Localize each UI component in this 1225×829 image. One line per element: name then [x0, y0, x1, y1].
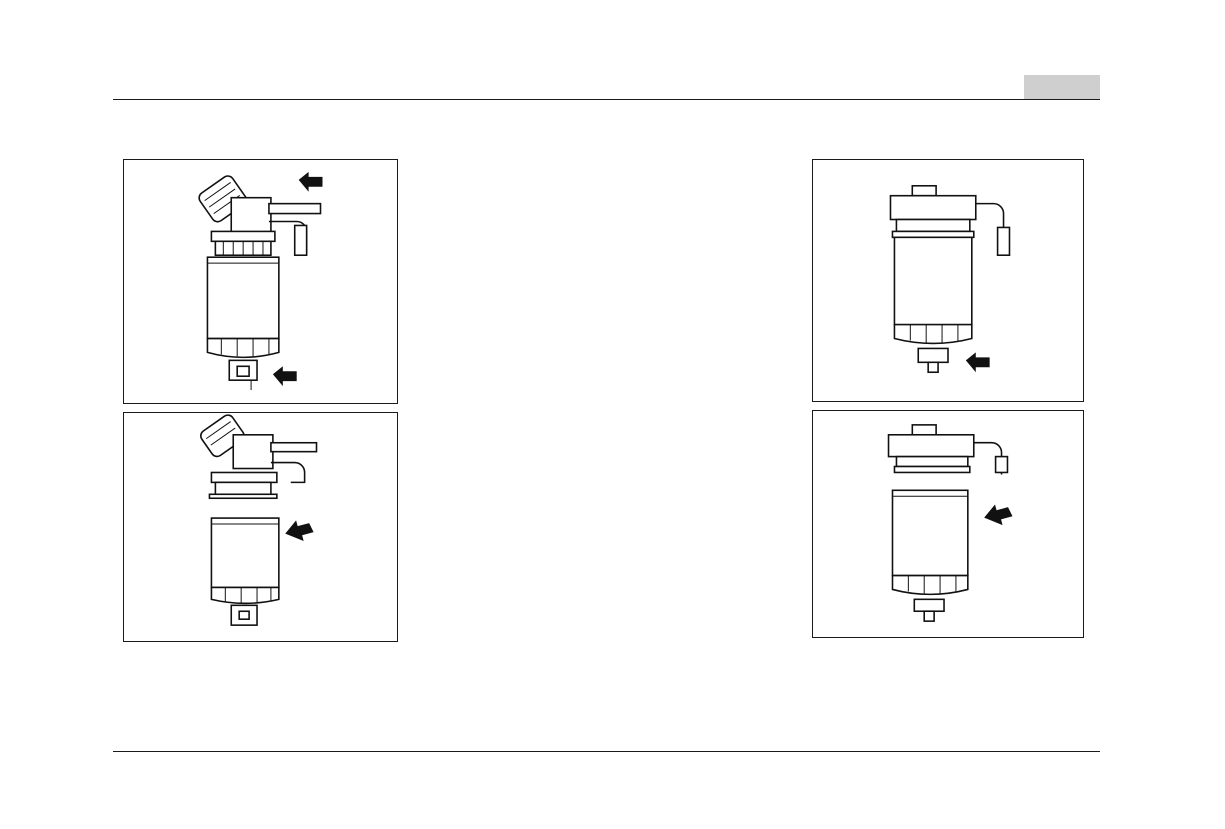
fuel-filter-drain-icon	[813, 160, 1083, 401]
header-tab	[1024, 75, 1100, 99]
fuel-filter-assembly-icon	[124, 160, 397, 403]
figure-filter-drain	[812, 159, 1084, 402]
footer-rule	[113, 751, 1100, 752]
figure-filter-cartridge	[812, 410, 1084, 638]
header-rule	[113, 99, 1100, 100]
figure-filter-separated	[123, 412, 398, 642]
fuel-filter-separated-icon	[124, 413, 397, 641]
figure-filter-assembly	[123, 159, 398, 404]
fuel-filter-cartridge-icon	[813, 411, 1083, 637]
